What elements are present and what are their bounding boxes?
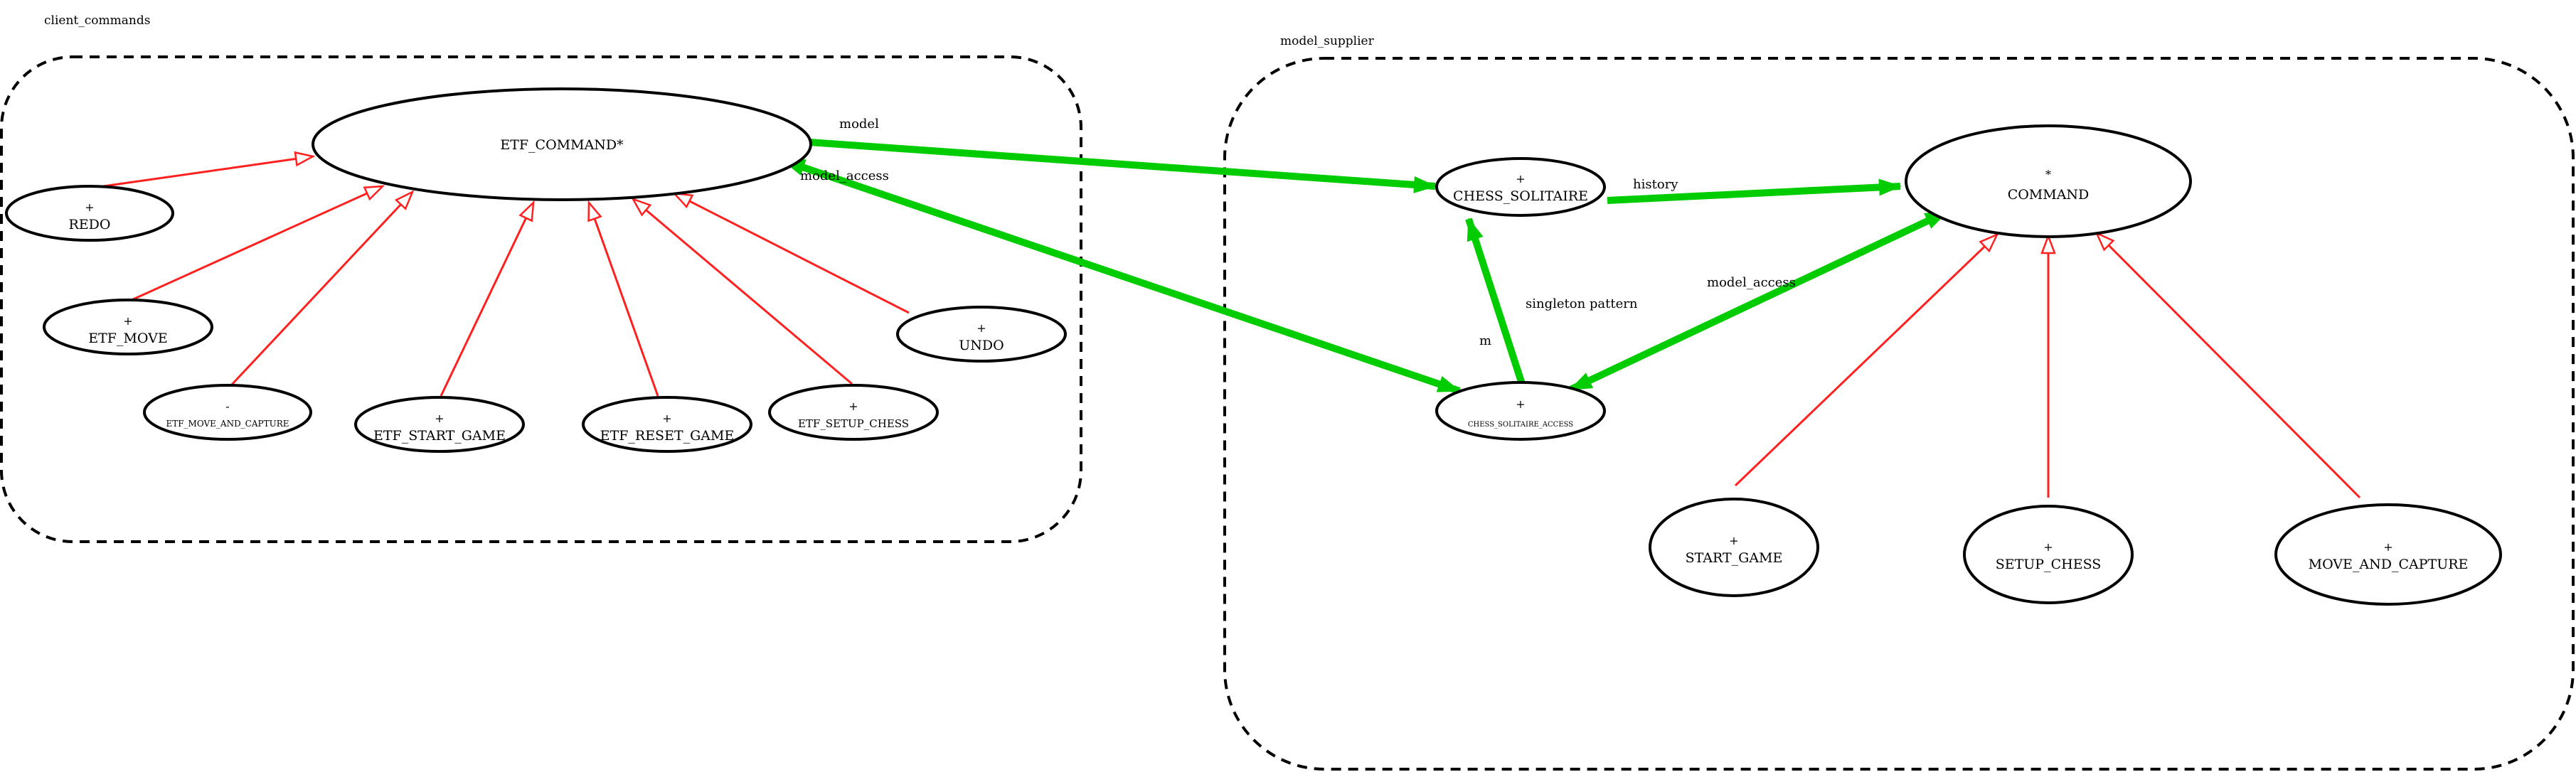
edge-label-history: history [1633,177,1678,192]
inheritance-edges [102,151,2361,499]
node-move-and-capture-shape [2274,503,2502,606]
node-chess-solitaire-access-shape [1435,381,1606,441]
node-move-and-capture-name: MOVE_AND_CAPTURE [2309,557,2469,572]
node-etf-setup-chess-shape [768,384,939,441]
node-etf-move-shape [43,299,213,355]
node-etf-command-shape [312,87,812,201]
node-etf-move-and-capture-name: ETF_MOVE_AND_CAPTURE [166,419,289,429]
cluster-model-supplier: model_supplier [1223,34,2575,771]
node-etf-setup-chess-marker: + [848,400,858,413]
client-supplier-edges [782,139,1949,395]
node-etf-reset-game-name: ETF_RESET_GAME [600,428,735,444]
node-etf-reset-game-shape [582,396,752,453]
node-setup-chess[interactable]: + SETUP_CHESS [1963,505,2134,604]
cluster-client-commands-label: client_commands [44,14,150,28]
node-chess-solitaire-marker: + [1516,172,1525,186]
node-move-and-capture-marker: + [2383,540,2393,554]
node-etf-move-and-capture-shape [143,384,312,441]
node-undo-shape [896,306,1067,363]
node-move-and-capture[interactable]: + MOVE_AND_CAPTURE [2274,503,2502,606]
node-start-game-shape [1649,498,1819,597]
edge-labels: model model_access history model_access … [800,117,1796,348]
edge-etf-reset-game-to-etf-command [587,200,659,397]
node-etf-command-name: ETF_COMMAND* [500,137,624,153]
edge-label-model: model [839,117,879,132]
edge-label-singleton-pattern: singleton pattern [1526,296,1638,311]
node-chess-solitaire-access-marker: + [1516,397,1525,411]
node-etf-setup-chess[interactable]: + ETF_SETUP_CHESS [768,384,939,441]
node-chess-solitaire-access-name: CHESS_SOLITAIRE_ACCESS [1468,421,1573,429]
node-chess-solitaire-access[interactable]: + CHESS_SOLITAIRE_ACCESS [1435,381,1606,441]
edge-etf-start-game-to-etf-command [440,200,535,397]
node-command-marker: * [2045,168,2051,181]
node-etf-start-game-marker: + [435,412,444,425]
node-chess-solitaire[interactable]: + CHESS_SOLITAIRE [1435,157,1606,217]
edge-model-access-right [1568,211,1949,393]
node-etf-move[interactable]: + ETF_MOVE [43,299,213,355]
node-etf-setup-chess-name: ETF_SETUP_CHESS [798,417,909,430]
node-command-name: COMMAND [2008,187,2090,203]
edge-model-access-left [782,159,1461,395]
edge-etf-move-to-etf-command [131,185,385,301]
node-start-game-marker: + [1729,534,1738,547]
edge-label-model-access-left: model_access [800,168,889,183]
node-etf-move-and-capture[interactable]: - ETF_MOVE_AND_CAPTURE [143,384,312,441]
edge-etf-setup-chess-to-etf-command [631,197,853,385]
cluster-model-supplier-border [1223,57,2575,771]
edge-singleton [1465,218,1526,385]
node-undo-marker: + [976,321,986,335]
node-redo-marker: + [85,200,94,214]
node-chess-solitaire-name: CHESS_SOLITAIRE [1453,188,1588,204]
node-start-game[interactable]: + START_GAME [1649,498,1819,597]
edge-model [809,139,1437,193]
node-redo-name: REDO [69,217,111,232]
node-setup-chess-marker: + [2043,540,2053,554]
edge-undo-to-etf-command [671,192,910,314]
edge-label-model-access-right: model_access [1707,275,1796,290]
node-undo[interactable]: + UNDO [896,306,1067,363]
node-etf-reset-game[interactable]: + ETF_RESET_GAME [582,396,752,453]
edge-move-and-capture-to-command [2095,231,2361,499]
node-redo[interactable]: + REDO [5,185,174,242]
node-undo-name: UNDO [959,338,1004,353]
node-etf-command[interactable]: ETF_COMMAND* [312,87,812,201]
node-etf-move-name: ETF_MOVE [88,331,168,346]
node-start-game-name: START_GAME [1686,550,1783,566]
node-etf-reset-game-marker: + [662,412,671,425]
cluster-model-supplier-label: model_supplier [1280,34,1375,48]
edge-label-m: m [1479,333,1491,348]
node-etf-start-game-shape [354,396,525,453]
node-command-shape [1905,124,2192,238]
node-setup-chess-shape [1963,505,2134,604]
edge-start-game-to-command [1734,232,1999,487]
edge-history [1607,178,1902,204]
edge-redo-to-etf-command [102,151,316,188]
edge-etf-move-and-capture-to-etf-command [230,190,415,387]
node-setup-chess-name: SETUP_CHESS [1996,557,2102,572]
node-chess-solitaire-shape [1435,157,1606,217]
node-etf-start-game-name: ETF_START_GAME [373,428,506,444]
node-etf-start-game[interactable]: + ETF_START_GAME [354,396,525,453]
node-etf-move-marker: + [123,314,132,328]
node-redo-shape [5,185,174,242]
node-etf-move-and-capture-marker: - [225,400,229,413]
node-command[interactable]: * COMMAND [1905,124,2192,238]
